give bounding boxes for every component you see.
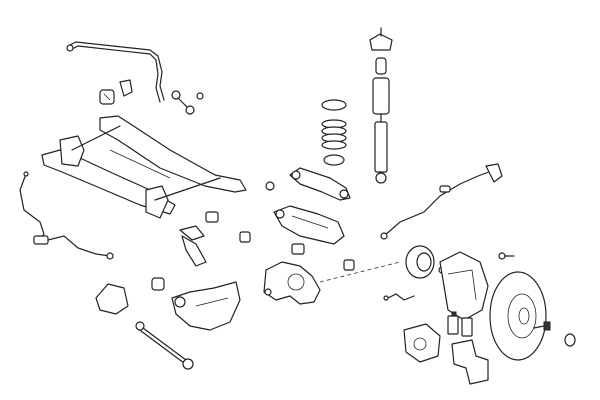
trailing-arm-bracket: [95, 283, 129, 315]
wheel-hub: [405, 245, 446, 279]
stabilizer-bar: [66, 41, 165, 103]
stabilizer-bushing: [99, 89, 115, 105]
brake-pads: [447, 311, 473, 337]
parking-brake-cable: [380, 163, 503, 240]
caliper-bracket: [451, 339, 489, 385]
wheel-knuckle: [263, 261, 321, 305]
abs-sensor-cable: [19, 171, 114, 260]
bushing: [151, 181, 355, 291]
coil-spring: [321, 119, 347, 150]
brake-caliper: [403, 323, 441, 363]
spring-seat: [321, 99, 347, 166]
subframe: [41, 115, 247, 219]
lower-control-arm: [273, 205, 345, 245]
trailing-arm: [171, 281, 241, 331]
dust-cap: [564, 333, 576, 347]
bump-stop: [375, 57, 387, 75]
stabilizer-link: [171, 90, 204, 115]
shock-mount: [369, 27, 393, 51]
wheel-bolt: [498, 252, 551, 331]
toe-link: [135, 321, 194, 370]
brake-disc: [489, 271, 547, 361]
upper-control-arm: [289, 167, 351, 201]
assembly-line: [319, 261, 401, 283]
backing-plate: [439, 251, 489, 321]
shock-absorber: [372, 77, 390, 184]
stabilizer-bracket: [119, 79, 133, 97]
